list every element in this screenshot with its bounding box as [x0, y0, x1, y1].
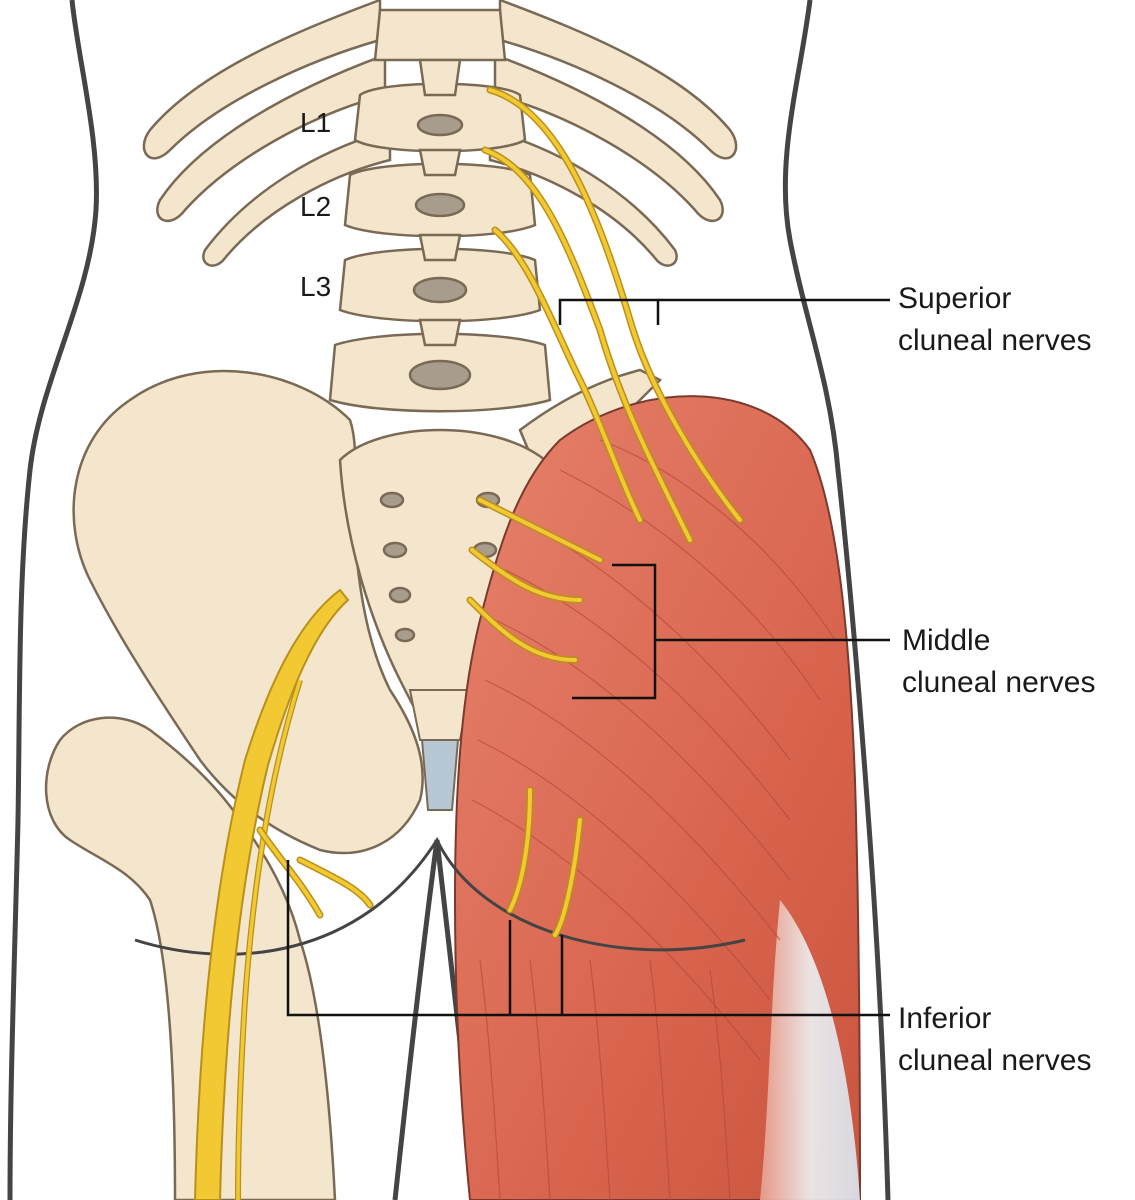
middle-label-line1: Middle — [902, 624, 991, 657]
label-l3: L3 — [300, 271, 332, 302]
label-l2: L2 — [300, 191, 332, 222]
inferior-label-line2: cluneal nerves — [898, 1044, 1092, 1077]
lumbar-vertebrae — [328, 8, 552, 413]
label-l1: L1 — [300, 107, 332, 138]
leader-lines — [286, 298, 890, 1017]
superior-label-line1: Superior — [898, 282, 1012, 315]
ribs — [142, 0, 738, 267]
inferior-label-line1: Inferior — [898, 1002, 992, 1035]
superior-label-line2: cluneal nerves — [898, 324, 1092, 357]
cluneal-nerve-branches — [256, 86, 744, 939]
middle-bracket — [572, 563, 657, 700]
inferior-leader — [286, 860, 890, 1017]
coccyx — [408, 689, 472, 811]
sciatic-nerve — [193, 588, 350, 1200]
superior-bracket — [558, 298, 660, 325]
femur — [44, 716, 337, 1200]
middle-label-line2: cluneal nerves — [902, 666, 1096, 699]
